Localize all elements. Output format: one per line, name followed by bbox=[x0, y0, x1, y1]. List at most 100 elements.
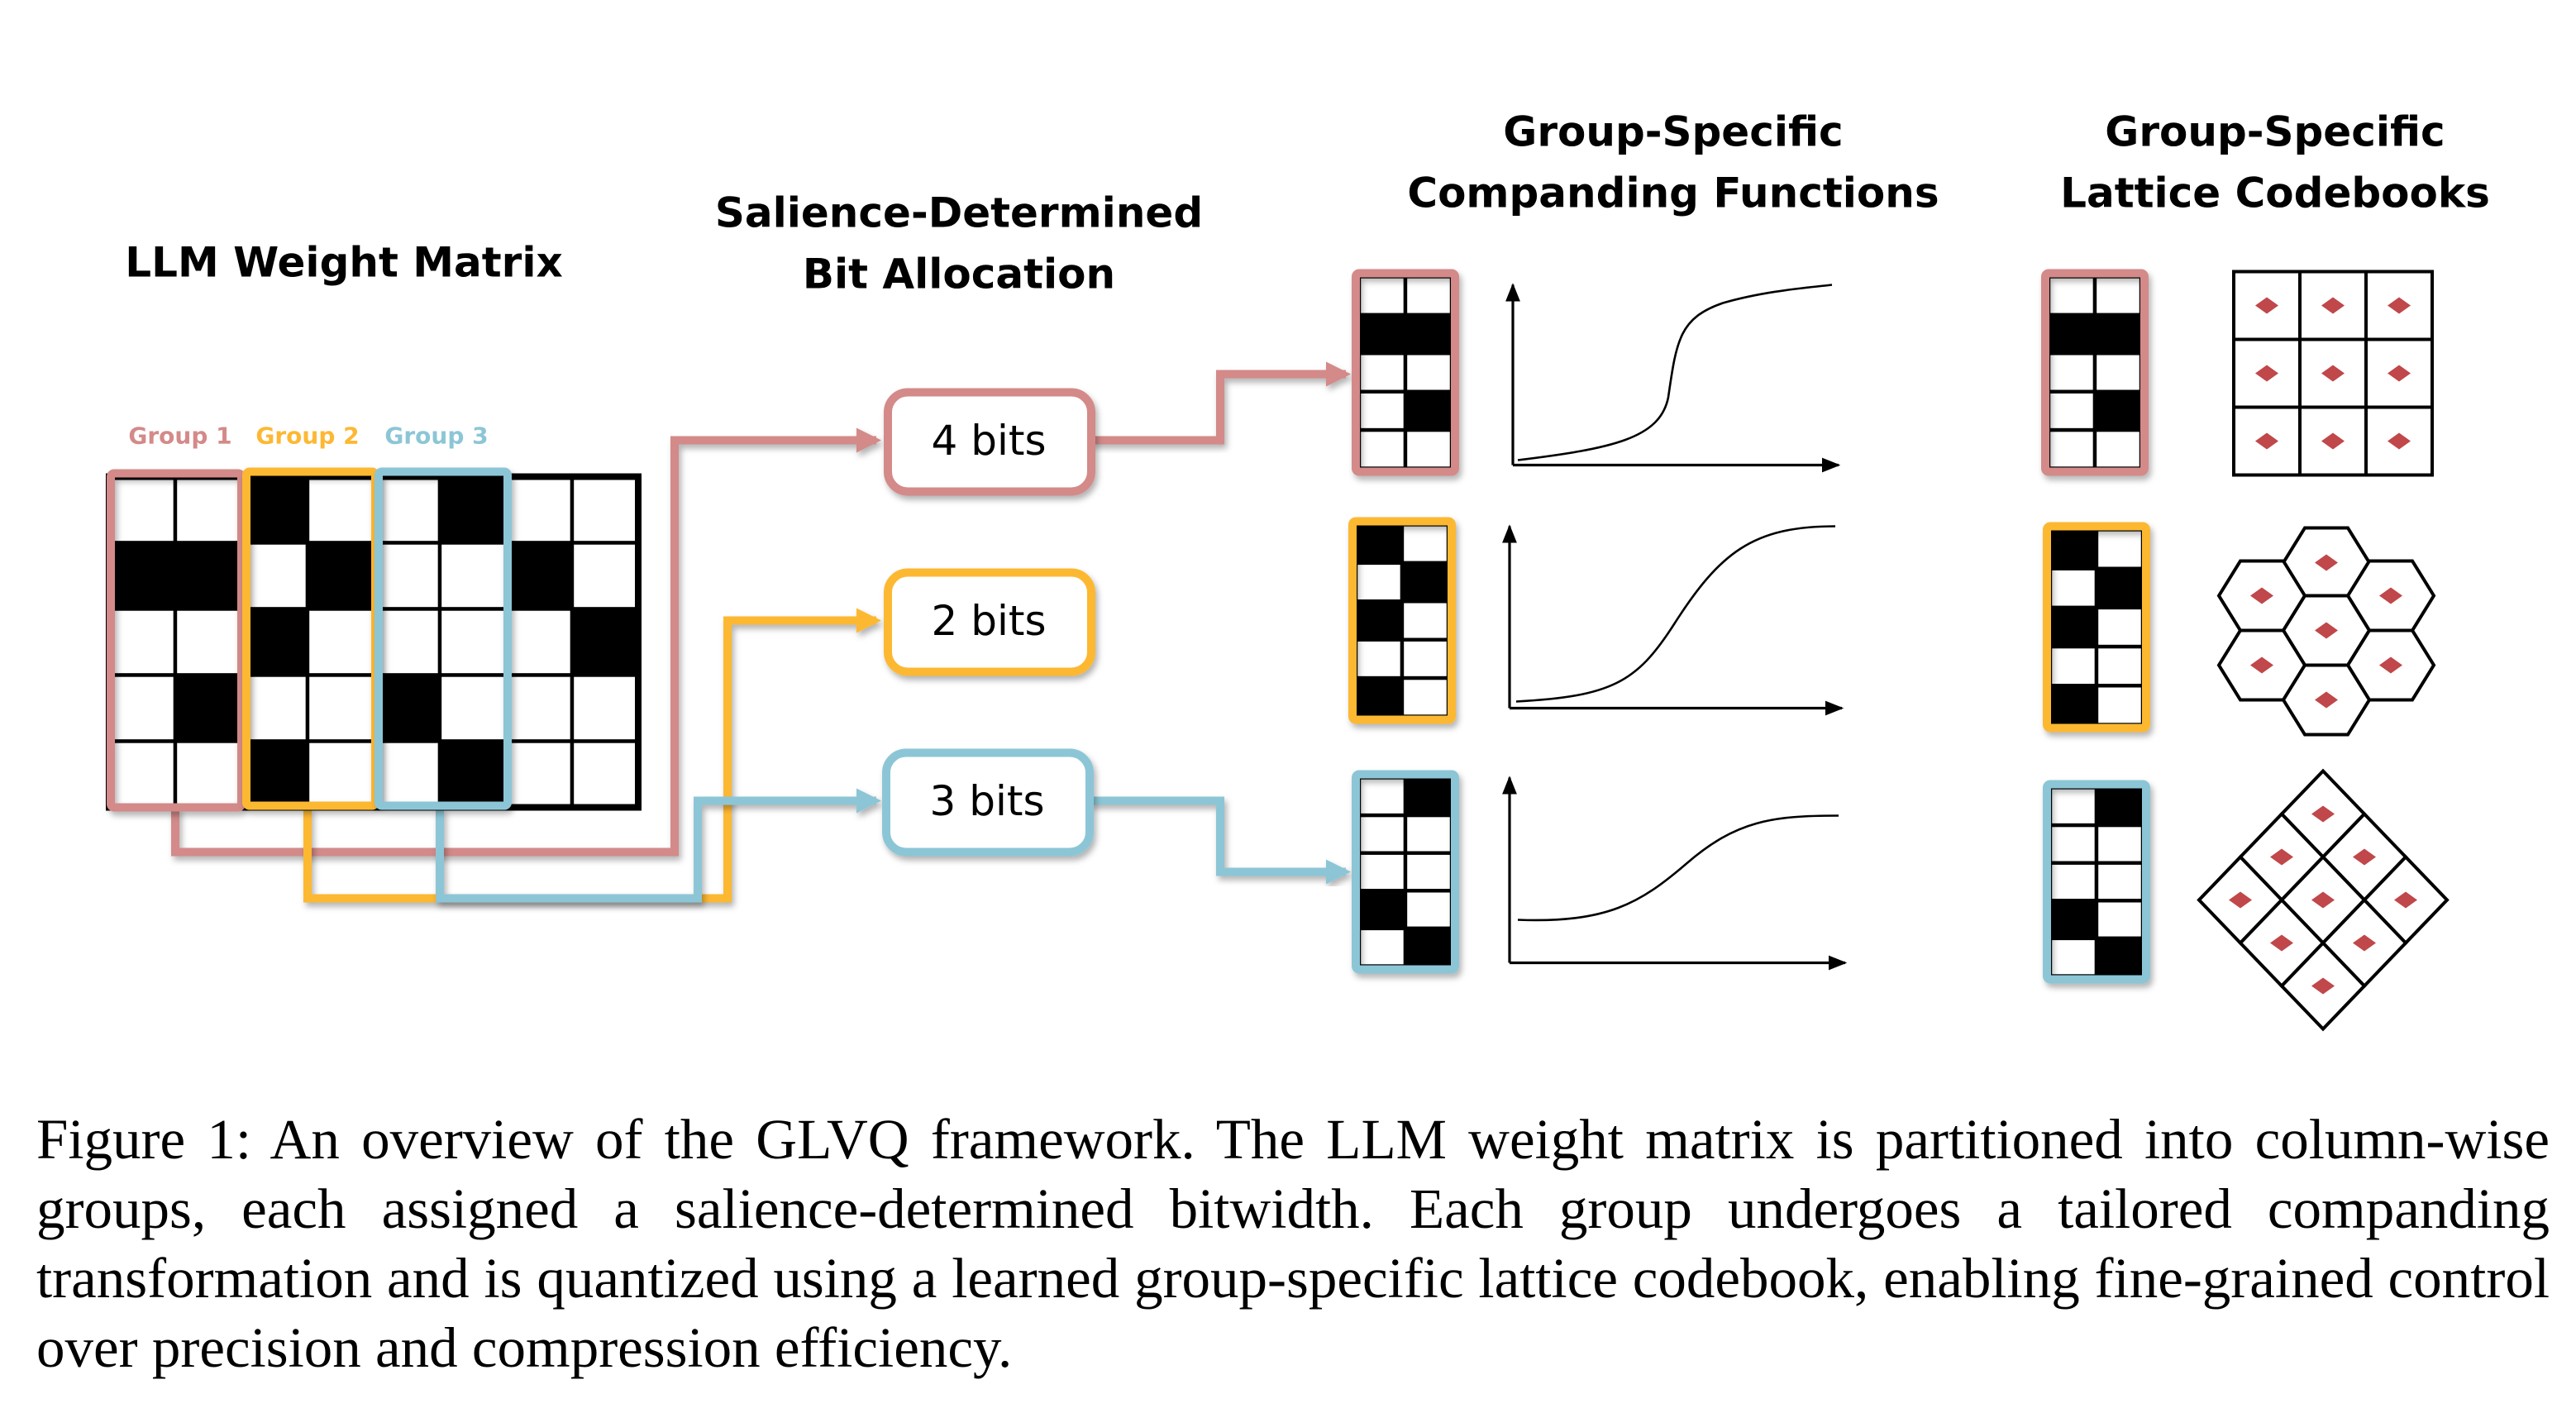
matrix-cell bbox=[1403, 851, 1454, 893]
matrix-cell bbox=[503, 673, 575, 743]
companding-chart-group-2 bbox=[1502, 524, 1844, 716]
matrix-cell bbox=[503, 607, 575, 677]
matrix-cell bbox=[2094, 823, 2145, 865]
matrix-cell bbox=[503, 475, 575, 545]
matrix-cell bbox=[2046, 313, 2097, 356]
submatrix-border bbox=[2041, 269, 2149, 476]
companding-curve bbox=[1517, 814, 1839, 922]
square-lattice-codebook bbox=[2232, 270, 2434, 477]
matrix-cell bbox=[2092, 427, 2144, 470]
matrix-cell bbox=[1400, 675, 1451, 718]
lattice-point bbox=[2379, 656, 2402, 674]
lattice-point bbox=[2270, 934, 2293, 952]
bits-label-group-1: 4 bits bbox=[932, 417, 1047, 465]
companded-submatrix-group-3 bbox=[1352, 770, 1459, 974]
matrix-cell bbox=[173, 475, 244, 545]
quantized-submatrix-group-3 bbox=[2043, 780, 2150, 984]
submatrix-border bbox=[1352, 269, 1459, 476]
matrix-cell bbox=[2094, 605, 2145, 649]
group-submatrices bbox=[1348, 269, 2150, 984]
weight-matrix bbox=[106, 467, 642, 812]
matrix-cell bbox=[2048, 785, 2099, 828]
matrix-cell bbox=[1403, 274, 1454, 317]
group-3-highlight bbox=[374, 467, 512, 810]
matrix-cell bbox=[239, 607, 310, 677]
lattice-point bbox=[2255, 365, 2278, 382]
matrix-cell bbox=[173, 607, 244, 677]
matrix-cell bbox=[107, 739, 178, 809]
submatrix-grid bbox=[2048, 527, 2145, 727]
lattice-point bbox=[2315, 554, 2338, 571]
matrix-cell bbox=[2048, 566, 2099, 610]
submatrix-border bbox=[1352, 770, 1459, 974]
bits-label-group-3: 3 bits bbox=[930, 777, 1045, 825]
matrix-cell bbox=[2094, 684, 2145, 727]
lattice-point bbox=[2353, 848, 2376, 866]
matrix-cell bbox=[437, 739, 508, 809]
connector-group-1-to-bits bbox=[171, 427, 881, 857]
matrix-cell bbox=[570, 739, 641, 809]
matrix-cell bbox=[1403, 813, 1454, 855]
matrix-cell bbox=[371, 541, 442, 611]
lattice-point bbox=[2394, 891, 2417, 909]
matrix-cell bbox=[107, 607, 178, 677]
bits-box-group-1: 4 bits bbox=[884, 388, 1095, 496]
rotated-lattice-codebook bbox=[2197, 768, 2450, 1032]
hexagonal-lattice-codebook bbox=[2216, 526, 2436, 737]
matrix-cell bbox=[305, 673, 376, 743]
matrix-cell bbox=[2048, 605, 2099, 649]
matrix-cell bbox=[371, 475, 442, 545]
matrix-cell bbox=[2048, 644, 2099, 688]
lattice-point bbox=[2379, 587, 2402, 604]
lattice-point bbox=[2311, 977, 2335, 995]
matrix-cell bbox=[2048, 823, 2099, 865]
bit-allocation-boxes: 4 bits 2 bits 3 bits bbox=[882, 388, 1095, 857]
matrix-cell bbox=[1357, 813, 1408, 855]
matrix-cell bbox=[1400, 599, 1451, 642]
matrix-cell bbox=[1400, 561, 1451, 604]
companding-curve bbox=[1517, 284, 1833, 461]
matrix-cell bbox=[239, 475, 310, 545]
matrix-cell bbox=[1403, 776, 1454, 818]
matrix-cell bbox=[2094, 527, 2145, 570]
companded-submatrix-group-1 bbox=[1352, 269, 1459, 476]
lattice-point bbox=[2255, 432, 2278, 450]
matrix-cell bbox=[2094, 644, 2145, 688]
matrix-cell bbox=[1403, 351, 1454, 394]
matrix-cell bbox=[570, 607, 641, 677]
companding-chart-group-1 bbox=[1505, 283, 1841, 473]
lattice-point bbox=[2250, 656, 2273, 674]
matrix-cell bbox=[503, 541, 575, 611]
connector-group-3-to-bits bbox=[436, 788, 881, 903]
matrix-cell bbox=[371, 607, 442, 677]
lattice-point bbox=[2229, 891, 2252, 909]
matrix-cell bbox=[107, 541, 178, 611]
matrix-cell bbox=[371, 739, 442, 809]
group-1-label: Group 1 bbox=[128, 422, 231, 450]
matrix-cell bbox=[503, 739, 575, 809]
companded-submatrix-group-2 bbox=[1348, 517, 1456, 724]
matrix-cell bbox=[2048, 899, 2099, 941]
lattice-point bbox=[2255, 297, 2278, 314]
matrix-cell bbox=[1403, 389, 1454, 432]
matrix-cell bbox=[173, 739, 244, 809]
matrix-cell bbox=[1353, 599, 1405, 642]
heading-codebooks-line1: Group-Specific bbox=[2105, 108, 2445, 156]
submatrix-grid bbox=[2048, 785, 2145, 978]
matrix-cell bbox=[1357, 776, 1408, 818]
lattice-point bbox=[2270, 848, 2293, 866]
matrix-cell bbox=[1353, 561, 1405, 604]
group-1-highlight bbox=[107, 469, 246, 812]
matrix-cell bbox=[1403, 313, 1454, 356]
connector-group-1-to-submatrix bbox=[1091, 361, 1351, 445]
heading-bit-allocation-line2: Bit Allocation bbox=[803, 251, 1115, 298]
lattice-point bbox=[2321, 432, 2345, 450]
matrix-cell bbox=[437, 673, 508, 743]
quantize-arrows bbox=[1873, 360, 2011, 890]
matrix-cell bbox=[2046, 389, 2097, 432]
bits-label-group-2: 2 bits bbox=[932, 597, 1047, 645]
matrix-cell bbox=[2092, 351, 2144, 394]
submatrix-grid bbox=[2046, 274, 2144, 470]
